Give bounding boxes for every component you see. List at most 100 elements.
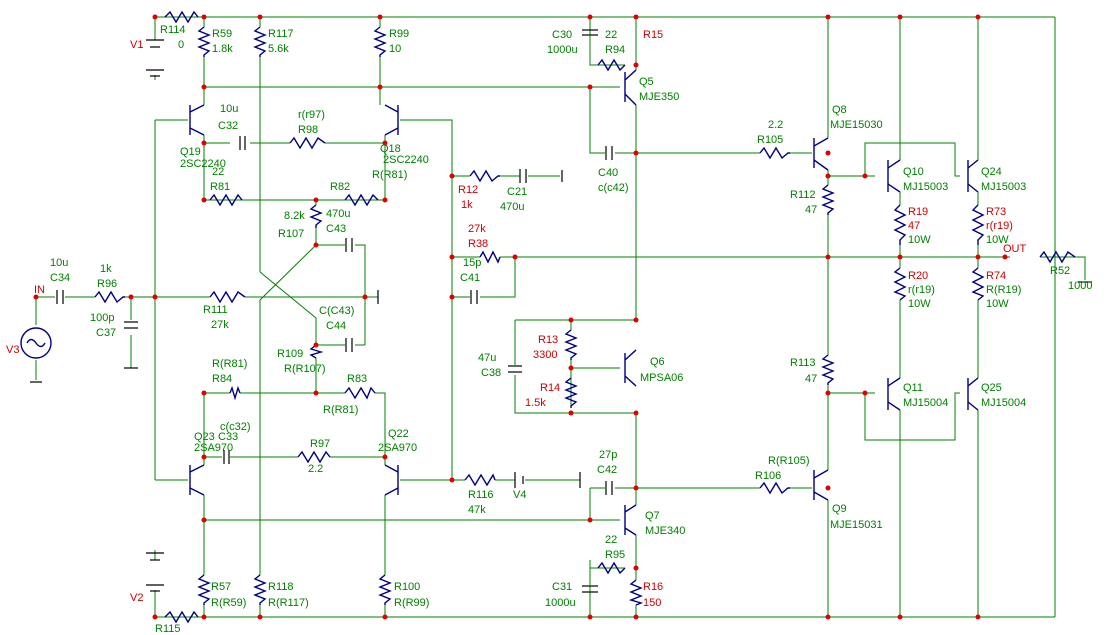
capacitors	[56, 29, 613, 593]
junction-nodes	[33, 14, 1008, 620]
r114-val: 0	[178, 39, 184, 51]
r74-ref: R74	[986, 270, 1006, 282]
c43-ref: C43	[326, 223, 346, 235]
resistor-r99	[373, 26, 387, 57]
c38-ref: C38	[481, 367, 501, 379]
q11-ref: Q11	[903, 382, 923, 394]
resistor-r74	[971, 267, 985, 301]
r52-val: 1000	[1068, 280, 1092, 292]
r14-val: 1.5k	[525, 397, 546, 409]
q9-ref: Q9	[832, 503, 847, 515]
transistor-q19	[189, 104, 205, 136]
r20-val: r(r19)	[908, 284, 935, 296]
r73-watts: 10W	[986, 234, 1009, 246]
r98-val: r(r97)	[298, 109, 325, 121]
q8-ref: Q8	[832, 104, 847, 116]
r73-ref: R73	[986, 206, 1006, 218]
resistor-r95	[597, 561, 626, 575]
q19-ref: Q19	[180, 146, 201, 158]
r118-val: R(R117)	[268, 597, 309, 609]
source-v3	[20, 327, 52, 383]
battery-v4	[514, 472, 581, 488]
r115-ref: R115	[155, 623, 180, 635]
c41-val: 15p	[463, 257, 481, 269]
transistor-q18	[384, 104, 399, 136]
transistor-q10	[887, 159, 901, 193]
r107-ref: R107	[278, 228, 304, 240]
c44-ref: C44	[326, 320, 346, 332]
r83-ref: R83	[347, 373, 367, 385]
q24-ref: Q24	[981, 166, 1002, 178]
r96-ref: R96	[97, 278, 117, 290]
r113-val: 47	[805, 373, 817, 385]
r20-ref: R20	[908, 270, 928, 282]
q22-ref: Q22	[388, 428, 409, 440]
r74-val: R(R19)	[986, 284, 1021, 296]
resistor-r98	[289, 136, 326, 150]
q10-ref: Q10	[903, 166, 924, 178]
r109-ref: R109	[277, 348, 303, 360]
r106-ref: R106	[755, 470, 781, 482]
r116-ref: R116	[468, 489, 493, 501]
resistors	[94, 10, 1076, 624]
r81-val: 22	[212, 166, 224, 178]
wires	[35, 16, 1086, 618]
capacitor-c41	[470, 290, 478, 304]
resistor-r109	[309, 344, 324, 359]
r99-ref: R99	[389, 28, 409, 40]
r117-ref: R117	[268, 28, 293, 40]
q7-ref: Q7	[645, 510, 660, 522]
r106-val: R(R105)	[768, 455, 810, 467]
resistor-r81	[209, 193, 243, 207]
capacitor-c33	[223, 450, 230, 464]
c32-val: 10u	[220, 103, 238, 115]
transistor-q6	[624, 349, 637, 387]
r82-ref: R82	[330, 181, 350, 193]
resistor-r19	[893, 204, 907, 245]
r57-ref: R57	[211, 581, 231, 593]
r111-ref: R111	[203, 304, 228, 316]
r13-val: 3300	[533, 349, 557, 361]
q25-ref: Q25	[981, 382, 1002, 394]
c37-ref: C37	[96, 327, 116, 339]
resistor-r106	[759, 481, 790, 495]
battery-v1	[146, 39, 164, 77]
r97-val: 2.2	[308, 463, 323, 475]
q18-ref: Q18	[380, 143, 401, 155]
r52-ref: R52	[1050, 265, 1070, 277]
r97-ref: R97	[310, 438, 330, 450]
r59-ref: R59	[212, 28, 232, 40]
c33-ref: C33	[218, 431, 238, 443]
resistor-r116	[464, 473, 496, 487]
c37-val: 100p	[90, 312, 114, 324]
r74-watts: 10W	[986, 298, 1009, 310]
transistors	[189, 69, 979, 536]
resistor-r114	[164, 10, 199, 24]
r59-val: 1.8k	[212, 43, 233, 55]
q25-val: MJ15004	[981, 397, 1026, 409]
c41-ref: C41	[460, 272, 480, 284]
c42-val: 27p	[599, 449, 617, 461]
r109-val: R(R107)	[284, 363, 326, 375]
resistor-r118	[253, 574, 267, 605]
c30-ref: C30	[552, 29, 572, 41]
q6-ref: Q6	[650, 356, 665, 368]
c42-ref: C42	[597, 464, 617, 476]
net-out-label: OUT	[1003, 243, 1027, 255]
v2-ref: V2	[130, 592, 143, 604]
c34-val: 10u	[50, 257, 68, 269]
resistor-r111	[209, 290, 246, 304]
transistor-q24	[967, 159, 979, 193]
q23-ref: Q23	[194, 431, 215, 443]
c30-val: 1000u	[547, 44, 578, 56]
r94-ref: R94	[605, 44, 625, 56]
resistor-r14	[564, 377, 578, 408]
r12-val: 1k	[461, 199, 473, 211]
capacitor-c37	[124, 321, 138, 329]
resistor-r97	[297, 450, 331, 464]
q6-val: MPSA06	[640, 372, 683, 384]
c21-val: 470u	[500, 201, 524, 213]
transistor-q9	[813, 469, 829, 501]
capacitor-c38	[508, 365, 522, 373]
r14-ref: R14	[540, 382, 560, 394]
